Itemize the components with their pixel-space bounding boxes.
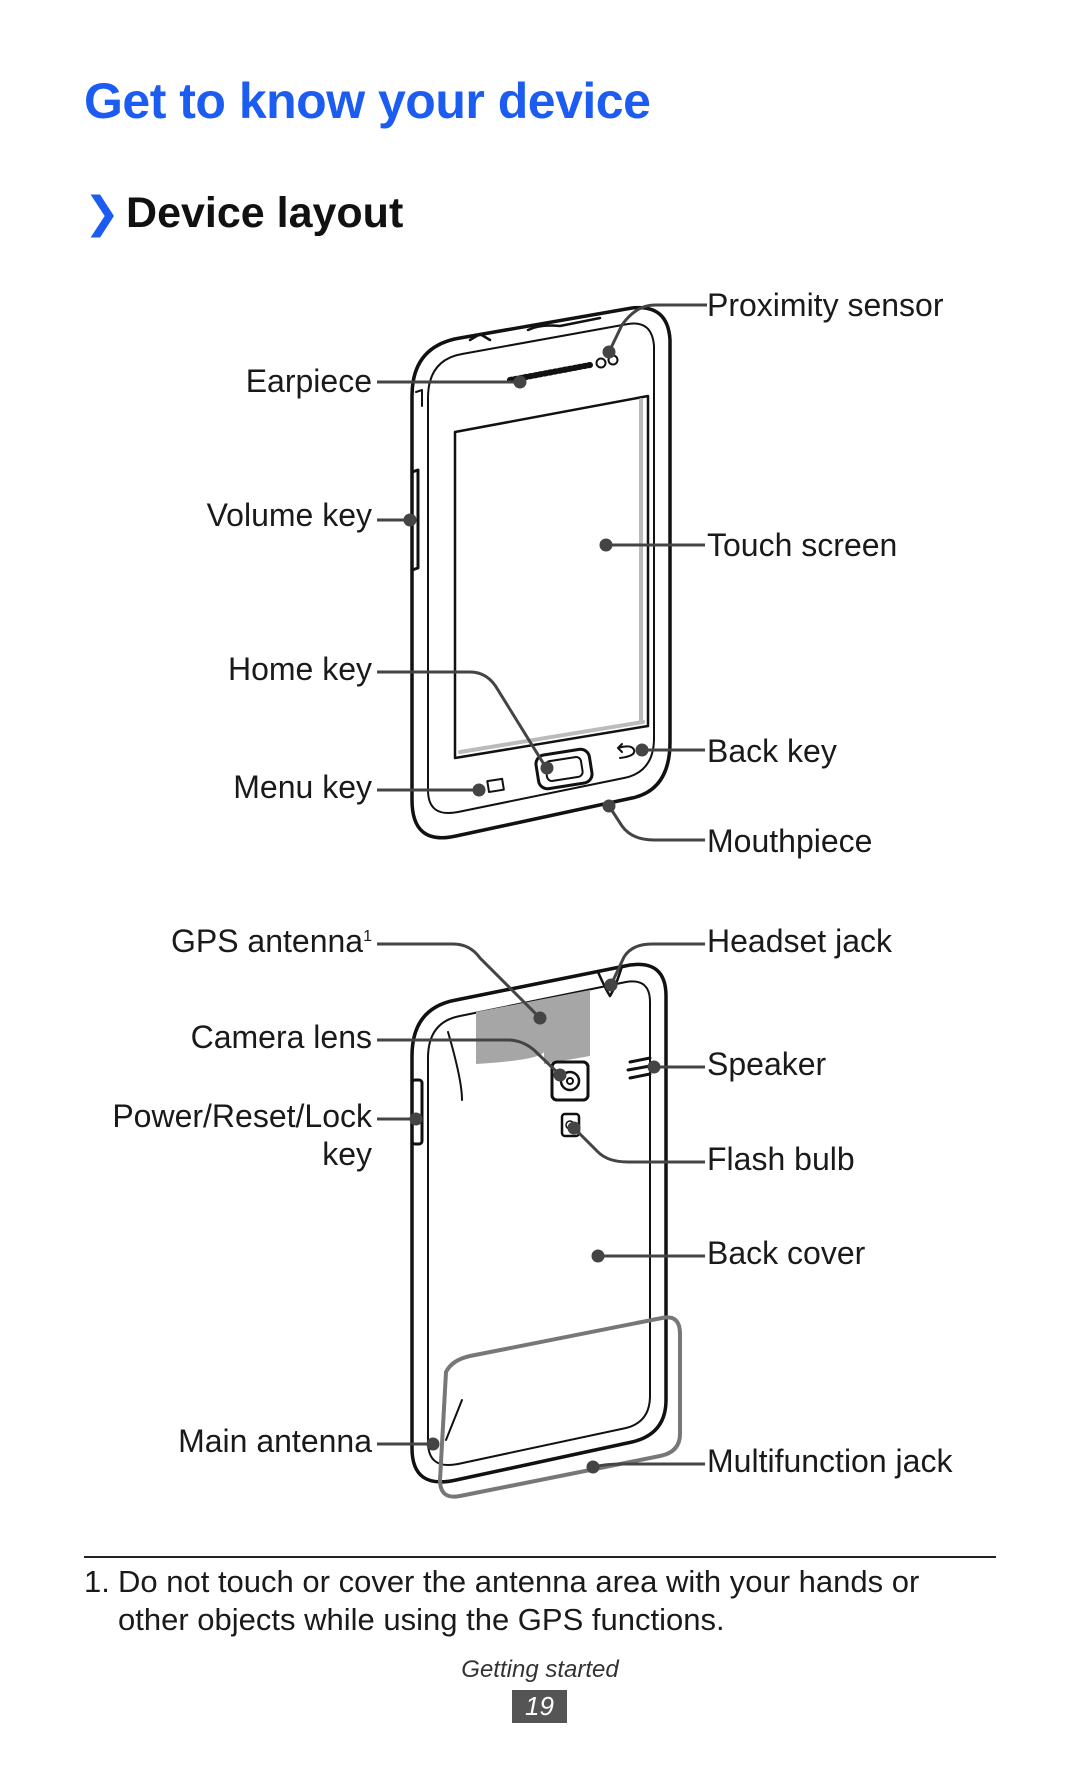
power-key-shape bbox=[410, 1078, 424, 1146]
footnote-text: Do not touch or cover the antenna area w… bbox=[118, 1564, 920, 1637]
device-layout-diagram bbox=[377, 303, 707, 1499]
back-curve-left bbox=[445, 1031, 463, 1441]
speaker-grill bbox=[626, 1056, 652, 1080]
menu-key-icon bbox=[486, 777, 505, 794]
label-proximity-sensor: Proximity sensor bbox=[707, 287, 944, 323]
footnote-ref: 1 bbox=[363, 928, 372, 945]
front-inner-bezel bbox=[427, 322, 655, 814]
sensor-dot-1 bbox=[595, 357, 607, 369]
front-callouts bbox=[377, 303, 707, 842]
front-phone bbox=[410, 305, 672, 840]
front-outer-body bbox=[410, 305, 672, 840]
chevron-right-icon: ❯ bbox=[84, 189, 121, 237]
label-power-key-line1: Power/Reset/Lock bbox=[112, 1098, 372, 1134]
footnote: 1. Do not touch or cover the antenna are… bbox=[84, 1563, 984, 1639]
label-camera-lens: Camera lens bbox=[190, 1019, 372, 1055]
gps-antenna-region bbox=[476, 990, 590, 1064]
label-speaker: Speaker bbox=[707, 1046, 827, 1082]
label-menu-key: Menu key bbox=[233, 769, 372, 805]
camera-overlay bbox=[550, 1060, 590, 1102]
footnote-divider bbox=[84, 1556, 996, 1558]
section-title: ❯Device layout bbox=[84, 188, 403, 238]
label-mouthpiece: Mouthpiece bbox=[707, 823, 873, 859]
side-slot bbox=[415, 389, 423, 407]
front-display-highlight bbox=[458, 398, 645, 754]
home-key-shape bbox=[534, 747, 594, 791]
label-power-key-line2: key bbox=[322, 1136, 372, 1172]
back-outer-body bbox=[410, 962, 668, 1484]
label-multifunction-jack: Multifunction jack bbox=[707, 1443, 953, 1479]
front-callout-dots bbox=[403, 345, 649, 813]
page-title: Get to know your device bbox=[84, 73, 651, 129]
label-back-key: Back key bbox=[707, 733, 837, 769]
label-gps-antenna-text: GPS antenna bbox=[170, 923, 364, 959]
page-number: 19 bbox=[512, 1690, 567, 1723]
label-touch-screen: Touch screen bbox=[707, 527, 898, 563]
front-top-notch bbox=[468, 316, 602, 342]
section-title-text: Device layout bbox=[126, 189, 404, 237]
back-callout-dots bbox=[409, 978, 661, 1474]
back-key-icon bbox=[617, 743, 636, 759]
footnote-number: 1. bbox=[84, 1564, 110, 1599]
label-main-antenna: Main antenna bbox=[178, 1423, 372, 1459]
label-headset-jack: Headset jack bbox=[707, 923, 892, 959]
label-volume-key: Volume key bbox=[206, 497, 372, 533]
label-home-key: Home key bbox=[227, 651, 372, 687]
front-display bbox=[453, 394, 650, 760]
label-flash-bulb: Flash bulb bbox=[707, 1141, 855, 1177]
label-earpiece: Earpiece bbox=[245, 363, 372, 399]
headset-notch bbox=[596, 964, 624, 998]
back-inner-body bbox=[427, 980, 651, 1466]
label-back-cover: Back cover bbox=[707, 1235, 866, 1271]
volume-key-shape bbox=[410, 468, 420, 572]
main-antenna-region bbox=[438, 1315, 682, 1499]
footer-section-name: Getting started bbox=[461, 1656, 619, 1683]
label-gps-antenna: GPS antenna1 bbox=[100, 922, 372, 960]
